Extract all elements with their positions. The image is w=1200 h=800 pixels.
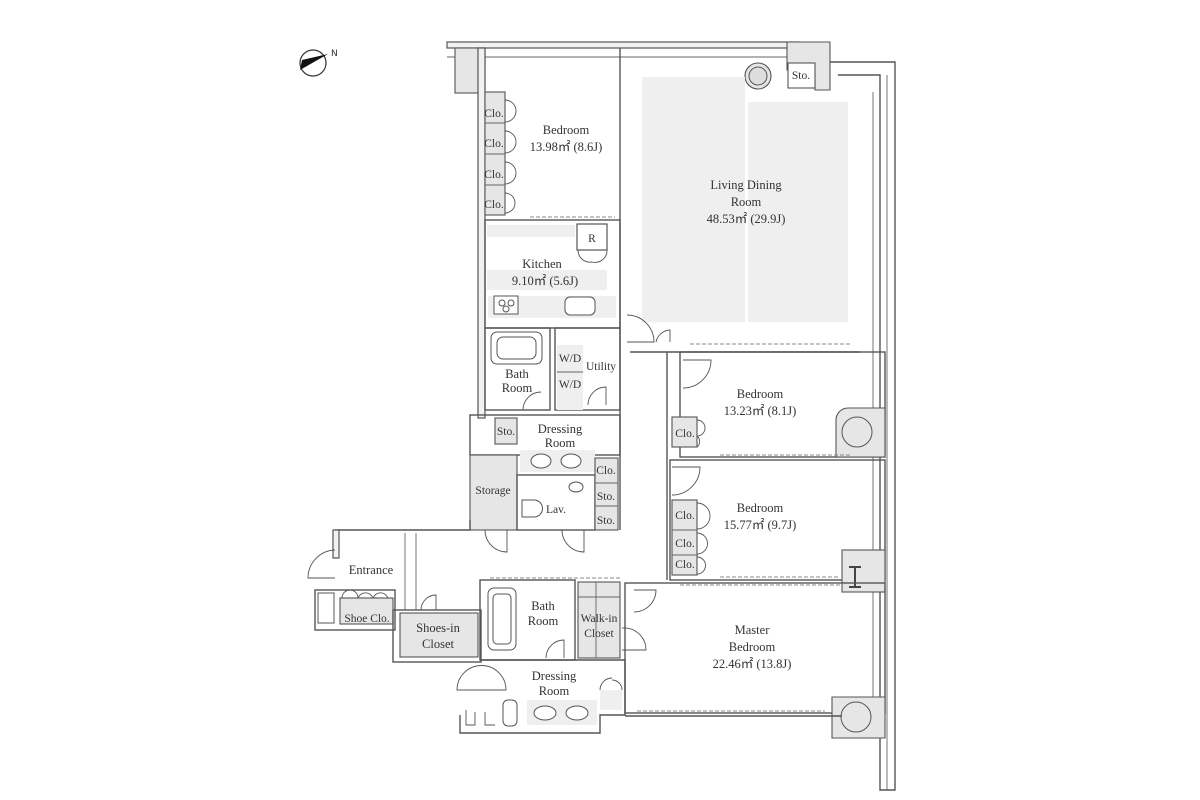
- room-living-dining: Living Dining Room 48.53㎡ (29.9J): [626, 77, 860, 353]
- room-bath-1: Bath Room: [484, 327, 551, 411]
- svg-text:Bedroom: Bedroom: [543, 123, 590, 137]
- svg-text:Bedroom: Bedroom: [737, 387, 784, 401]
- svg-text:Clo.: Clo.: [484, 108, 504, 120]
- svg-text:Dressing: Dressing: [538, 422, 583, 436]
- room-bedroom-3: Clo. Clo. Clo. Bedroom 15.77㎡ (9.7J): [669, 459, 886, 593]
- svg-text:Shoes-in: Shoes-in: [416, 621, 461, 635]
- svg-text:W/D: W/D: [559, 379, 581, 391]
- svg-text:Clo.: Clo.: [484, 169, 504, 181]
- north-arrow-icon: N: [299, 49, 338, 77]
- svg-text:Clo.: Clo.: [596, 465, 616, 477]
- svg-text:Sto.: Sto.: [597, 491, 615, 503]
- svg-text:Bath: Bath: [505, 367, 529, 381]
- svg-text:13.98㎡ (8.6J): 13.98㎡ (8.6J): [530, 140, 603, 154]
- svg-text:Storage: Storage: [475, 485, 510, 497]
- svg-text:Kitchen: Kitchen: [522, 257, 562, 271]
- room-walk-in-closet: Walk-in Closet: [577, 581, 657, 659]
- room-master-bedroom: Master Bedroom 22.46㎡ (13.8J): [624, 582, 886, 739]
- room-dressing-2: Dressing Room: [456, 659, 626, 734]
- svg-text:Dressing: Dressing: [532, 669, 577, 683]
- svg-text:Sto.: Sto.: [792, 70, 810, 82]
- svg-text:Clo.: Clo.: [484, 138, 504, 150]
- svg-text:Lav.: Lav.: [546, 504, 566, 516]
- svg-text:Closet: Closet: [584, 628, 614, 640]
- svg-text:Living Dining: Living Dining: [710, 178, 782, 192]
- svg-text:15.77㎡ (9.7J): 15.77㎡ (9.7J): [724, 518, 797, 532]
- svg-text:Clo.: Clo.: [484, 199, 504, 211]
- svg-text:22.46㎡ (13.8J): 22.46㎡ (13.8J): [713, 657, 792, 671]
- svg-text:R: R: [588, 233, 596, 245]
- svg-text:13.23㎡ (8.1J): 13.23㎡ (8.1J): [724, 404, 797, 418]
- svg-text:Shoe Clo.: Shoe Clo.: [344, 613, 389, 625]
- room-utility: W/D W/D Utility: [554, 327, 621, 411]
- room-entrance: Shoe Clo. Entrance: [307, 520, 471, 631]
- svg-text:Room: Room: [731, 195, 762, 209]
- svg-text:Sto.: Sto.: [597, 515, 615, 527]
- room-bath-2: Bath Room: [479, 577, 620, 661]
- room-bedroom-1: Clo. Clo. Clo. Clo. Bedroom 13.98㎡ (8.6J…: [484, 48, 621, 218]
- svg-text:Master: Master: [735, 623, 771, 637]
- svg-text:Entrance: Entrance: [349, 563, 394, 577]
- svg-text:Clo.: Clo.: [675, 510, 695, 522]
- svg-text:Room: Room: [502, 381, 533, 395]
- svg-text:Closet: Closet: [422, 637, 454, 651]
- svg-text:Utility: Utility: [586, 361, 616, 373]
- svg-text:Clo.: Clo.: [675, 538, 695, 550]
- svg-text:Room: Room: [545, 436, 576, 450]
- svg-text:Bath: Bath: [531, 599, 555, 613]
- room-bedroom-2: Clo. Bedroom 13.23㎡ (8.1J): [671, 351, 886, 458]
- room-shoes-in-closet: Shoes-in Closet: [392, 594, 482, 663]
- room-storage: Storage: [469, 454, 518, 553]
- svg-text:48.53㎡ (29.9J): 48.53㎡ (29.9J): [707, 212, 786, 226]
- room-kitchen: R Kitchen 9.10㎡ (5.6J): [484, 219, 621, 329]
- svg-text:Bedroom: Bedroom: [729, 640, 776, 654]
- svg-text:Clo.: Clo.: [675, 428, 695, 440]
- room-lav: Lav. Clo. Sto. Sto.: [516, 457, 619, 553]
- svg-text:Room: Room: [539, 684, 570, 698]
- svg-text:Room: Room: [528, 614, 559, 628]
- svg-text:Walk-in: Walk-in: [581, 613, 618, 625]
- svg-text:N: N: [331, 49, 338, 59]
- svg-text:W/D: W/D: [559, 353, 581, 365]
- svg-text:Sto.: Sto.: [497, 426, 515, 438]
- svg-text:9.10㎡ (5.6J): 9.10㎡ (5.6J): [512, 274, 578, 288]
- room-dressing-1: Sto. Dressing Room: [469, 414, 621, 472]
- svg-text:Clo.: Clo.: [675, 559, 695, 571]
- svg-text:Bedroom: Bedroom: [737, 501, 784, 515]
